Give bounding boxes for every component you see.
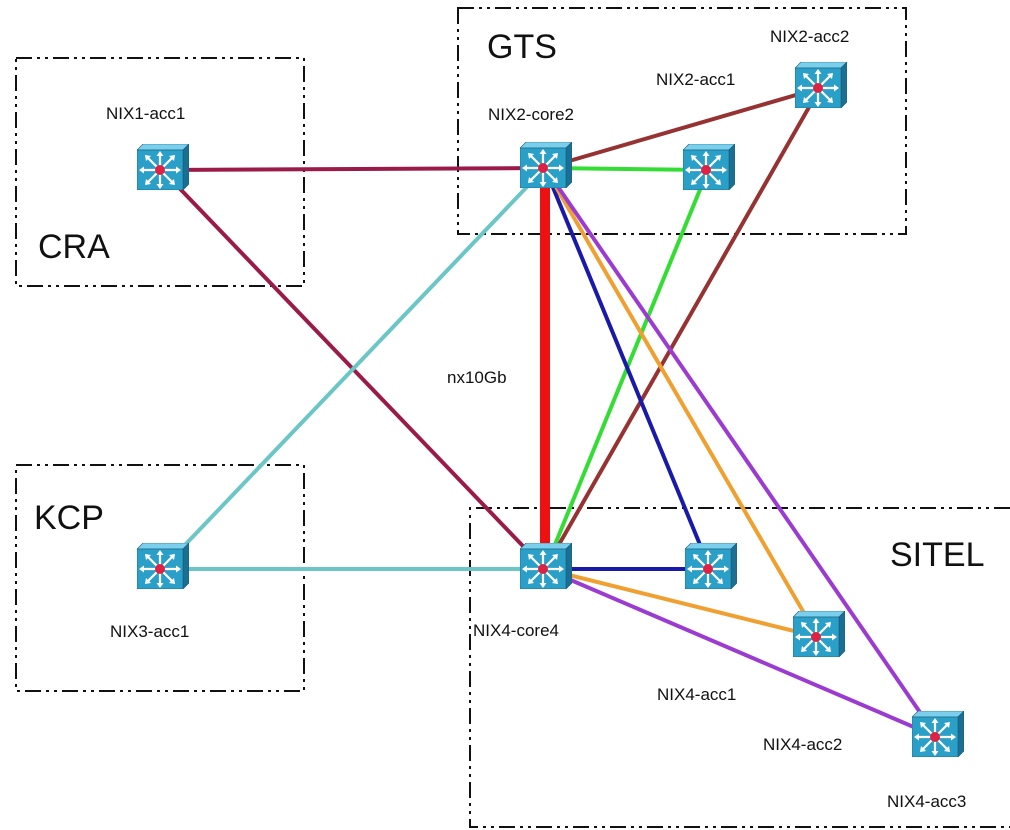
node-label-nix3-acc1: NIX3-acc1 xyxy=(110,622,189,641)
node-label-nix4-acc2: NIX4-acc2 xyxy=(763,735,842,754)
switch-icon-nix2-core2 xyxy=(520,142,572,188)
zone-label-gts: GTS xyxy=(487,28,557,66)
switch-icon-nix2-acc2 xyxy=(795,62,847,108)
switch-icon-nix3-acc1 xyxy=(137,543,189,589)
switch-icon-nix4-core4 xyxy=(520,543,572,589)
link-nix2-core2-to-nix2-acc2 xyxy=(544,86,821,170)
link-nix1-acc1-to-nix2-core2 xyxy=(161,166,546,172)
node-label-nix2-acc1: NIX2-acc1 xyxy=(656,70,735,89)
node-label-nix4-acc3: NIX4-acc3 xyxy=(887,792,966,811)
zone-label-sitel: SITEL xyxy=(890,536,984,574)
nodes-layer xyxy=(137,62,964,757)
link-nix2-core2-to-nix3-acc1 xyxy=(160,166,547,571)
switch-icon-nix2-acc1 xyxy=(683,144,735,190)
link-nix2-core2-to-nix2-acc1 xyxy=(544,166,709,172)
link-nix2-acc2-to-nix4-core4 xyxy=(543,87,822,570)
switch-icon-nix1-acc1 xyxy=(137,144,189,190)
switch-icon-nix4-acc1 xyxy=(685,543,737,589)
switch-icon-nix4-acc3 xyxy=(912,711,964,757)
node-label-nix4-core4: NIX4-core4 xyxy=(473,621,559,640)
link-nix2-core2-to-nix4-acc2 xyxy=(543,166,820,639)
zone-sitel-box xyxy=(469,507,1010,828)
zone-label-kcp: KCP xyxy=(34,499,104,537)
zone-cra-box xyxy=(15,57,305,287)
node-label-nix1-acc1: NIX1-acc1 xyxy=(106,104,185,123)
zone-label-cra: CRA xyxy=(38,228,110,266)
link-nix2-core2-to-nix4-acc1 xyxy=(543,167,712,570)
link-nix2-core2-to-nix4-acc3 xyxy=(543,166,939,739)
trunk-label: nx10Gb xyxy=(447,368,507,387)
zone-kcp-box xyxy=(15,464,305,692)
node-label-nix2-core2: NIX2-core2 xyxy=(488,105,574,124)
node-label-nix4-acc1: NIX4-acc1 xyxy=(657,685,736,704)
switch-icon-nix4-acc2 xyxy=(793,611,845,657)
node-label-nix2-acc2: NIX2-acc2 xyxy=(770,27,849,46)
link-nix4-core4-to-nix4-acc2 xyxy=(544,567,819,639)
links-layer xyxy=(160,86,939,739)
link-nix4-core4-to-nix4-acc3 xyxy=(544,567,938,739)
